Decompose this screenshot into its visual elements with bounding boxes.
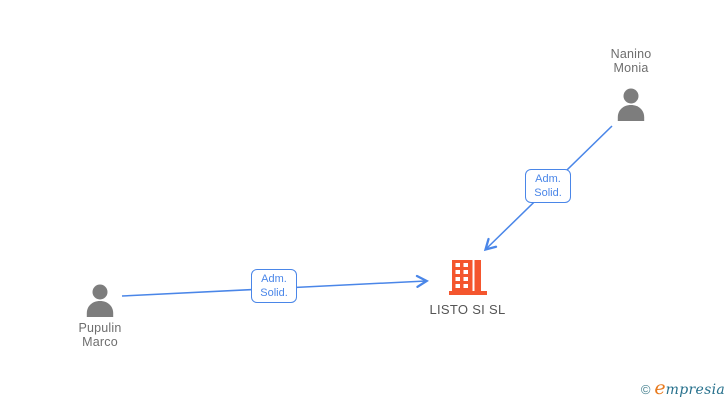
company-node-listo-si-sl[interactable]: LISTO SI SL	[415, 258, 520, 317]
company-name: LISTO SI SL	[429, 302, 506, 317]
person-name-line1: Nanino	[610, 47, 652, 61]
person-icon	[86, 284, 114, 317]
person-node-pupulin-marco[interactable]: Pupulin Marco	[62, 284, 138, 349]
empresia-logo[interactable]: © e mpresia	[640, 377, 725, 399]
edge-label-line1: Adm.	[535, 173, 561, 185]
edge-label-line1: Adm.	[261, 273, 287, 285]
edge-label-line2: Solid.	[534, 187, 562, 199]
edge-label-adm-solid-left: Adm. Solid.	[251, 269, 297, 303]
edge-label-adm-solid-right: Adm. Solid.	[525, 169, 571, 203]
person-name-line2: Marco	[82, 335, 118, 349]
copyright-symbol: ©	[640, 382, 651, 397]
brand-initial: e	[654, 377, 666, 399]
building-icon	[448, 260, 487, 295]
person-name: Pupulin Marco	[62, 321, 138, 349]
person-icon	[617, 88, 645, 121]
person-name-line1: Pupulin	[78, 321, 122, 335]
person-node-nanino-monia[interactable]: Nanino Monia	[596, 47, 666, 121]
brand-name-rest: mpresia	[665, 382, 725, 398]
person-name-line2: Monia	[613, 61, 649, 75]
edge-label-line2: Solid.	[260, 287, 288, 299]
person-name: Nanino Monia	[596, 47, 666, 75]
